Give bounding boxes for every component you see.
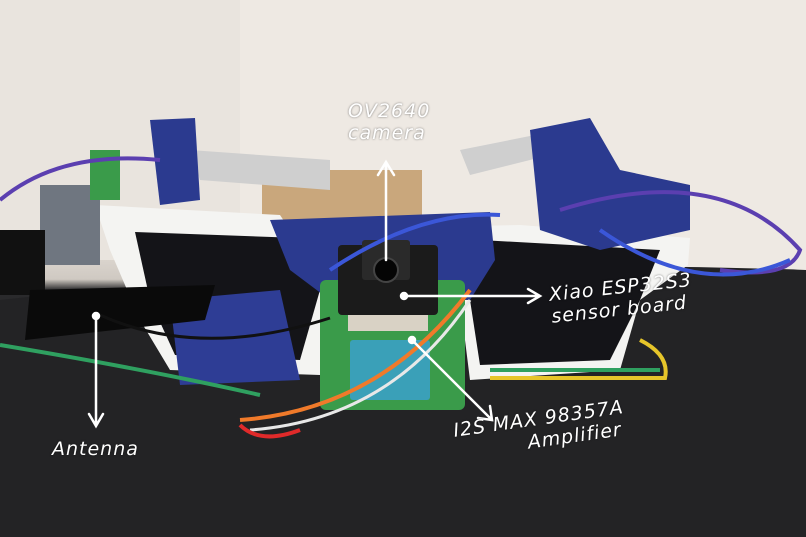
arrow-camera xyxy=(376,159,396,262)
arrow-amplifier-origin xyxy=(407,335,417,345)
camera-lens xyxy=(373,257,399,283)
label-antenna-line1: Antenna xyxy=(52,438,139,460)
wire-green xyxy=(0,343,660,397)
label-camera-line2: camera xyxy=(348,122,426,144)
wire-yellow xyxy=(490,338,668,380)
left-temple-arm xyxy=(190,150,330,190)
arrow-sensor-origin xyxy=(399,291,409,301)
wire-purple xyxy=(0,156,803,275)
right-lens xyxy=(470,240,660,365)
label-antenna: Antenna xyxy=(52,438,139,460)
left-connector xyxy=(0,230,45,295)
antenna-patch xyxy=(25,285,215,340)
wire-black xyxy=(99,313,331,340)
wire-red xyxy=(238,423,301,439)
wire-blue xyxy=(328,212,791,277)
arrow-sensor xyxy=(402,287,543,305)
arrow-amplifier xyxy=(410,338,494,422)
label-camera-line1: OV2640 xyxy=(348,100,431,122)
arrow-antenna xyxy=(87,314,105,429)
tape-left xyxy=(150,118,200,205)
arrow-antenna-origin xyxy=(91,311,101,321)
ribbon-connector xyxy=(348,315,428,331)
wire-white xyxy=(249,299,472,432)
wire-orange xyxy=(239,288,472,422)
label-camera: OV2640 camera xyxy=(348,100,430,144)
tape-right xyxy=(530,118,690,250)
annotation-arrows xyxy=(87,159,543,429)
